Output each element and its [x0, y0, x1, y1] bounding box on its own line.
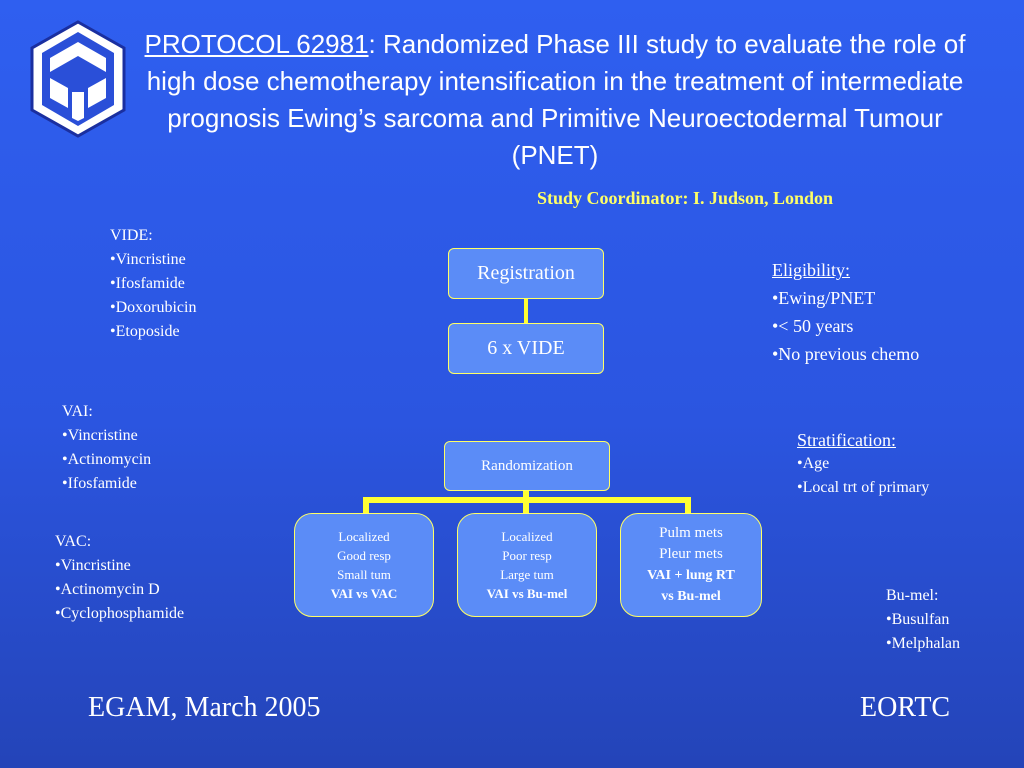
footer-left: EGAM, March 2005	[88, 692, 321, 723]
footer-right: EORTC	[860, 692, 951, 723]
arm2-line: Large tum	[500, 567, 554, 582]
arm1-comparison: VAI vs VAC	[330, 586, 398, 601]
list-item: •Actinomycin	[62, 451, 152, 468]
list-item: •Melphalan	[886, 635, 961, 652]
bumel-heading: Bu-mel:	[886, 587, 939, 604]
arm1-line: Small tum	[337, 567, 391, 582]
vai-list: VAI: •Vincristine •Actinomycin •Ifosfami…	[62, 400, 151, 496]
vac-heading: VAC:	[55, 533, 92, 550]
arm2-line: Localized	[501, 529, 553, 544]
list-item: •Etoposide	[110, 323, 180, 340]
eligibility-list: Eligibility: •Ewing/PNET •< 50 years •No…	[772, 256, 919, 368]
arm3-comparison: vs Bu-mel	[661, 589, 721, 604]
arm2-comparison: VAI vs Bu-mel	[486, 586, 568, 601]
list-item: •Local trt of primary	[797, 479, 930, 496]
list-item: •Ewing/PNET	[772, 288, 876, 308]
vai-heading: VAI:	[62, 403, 93, 420]
vide-cycles-box: 6 x VIDE	[448, 323, 604, 374]
registration-box: Registration	[448, 248, 604, 299]
list-item: •< 50 years	[772, 316, 854, 336]
vac-list: VAC: •Vincristine •Actinomycin D •Cyclop…	[55, 530, 184, 626]
list-item: •Cyclophosphamide	[55, 605, 185, 622]
list-item: •Vincristine	[55, 557, 131, 574]
arm3-comparison: VAI + lung RT	[647, 568, 735, 583]
list-item: •Doxorubicin	[110, 299, 197, 316]
stratification-heading: Stratification:	[797, 430, 896, 450]
registration-label: Registration	[477, 262, 575, 284]
arm3-line: Pulm mets	[659, 525, 723, 541]
protocol-link[interactable]: PROTOCOL 62981	[144, 29, 369, 59]
list-item: •Busulfan	[886, 611, 950, 628]
list-item: •No previous chemo	[772, 344, 920, 364]
list-item: •Actinomycin D	[55, 581, 160, 598]
eortc-logo-icon	[30, 20, 126, 138]
list-item: •Ifosfamide	[62, 475, 137, 492]
list-item: •Vincristine	[62, 427, 138, 444]
arm-localized-poor-box: Localized Poor resp Large tum VAI vs Bu-…	[457, 513, 597, 617]
list-item: •Ifosfamide	[110, 275, 185, 292]
vide-cycles-label: 6 x VIDE	[487, 337, 565, 359]
arm-metastatic-box: Pulm mets Pleur mets VAI + lung RT vs Bu…	[620, 513, 762, 617]
page-title: PROTOCOL 62981: Randomized Phase III stu…	[130, 26, 980, 174]
study-coordinator: Study Coordinator: I. Judson, London	[536, 188, 834, 208]
title-rest: : Randomized Phase III study to evaluate…	[146, 29, 966, 170]
vide-heading: VIDE:	[110, 227, 153, 244]
stratification-list: Stratification: •Age •Local trt of prima…	[797, 428, 929, 500]
arm-localized-good-box: Localized Good resp Small tum VAI vs VAC	[294, 513, 434, 617]
arm1-line: Localized	[338, 529, 390, 544]
randomization-box: Randomization	[444, 441, 610, 491]
eligibility-heading: Eligibility:	[772, 260, 851, 280]
arm1-line: Good resp	[337, 548, 391, 563]
bumel-list: Bu-mel: •Busulfan •Melphalan	[886, 584, 960, 656]
vide-list: VIDE: •Vincristine •Ifosfamide •Doxorubi…	[110, 224, 196, 344]
arm2-line: Poor resp	[502, 548, 552, 563]
list-item: •Age	[797, 455, 830, 472]
randomization-label: Randomization	[481, 457, 573, 474]
arm3-line: Pleur mets	[659, 546, 723, 562]
list-item: •Vincristine	[110, 251, 186, 268]
